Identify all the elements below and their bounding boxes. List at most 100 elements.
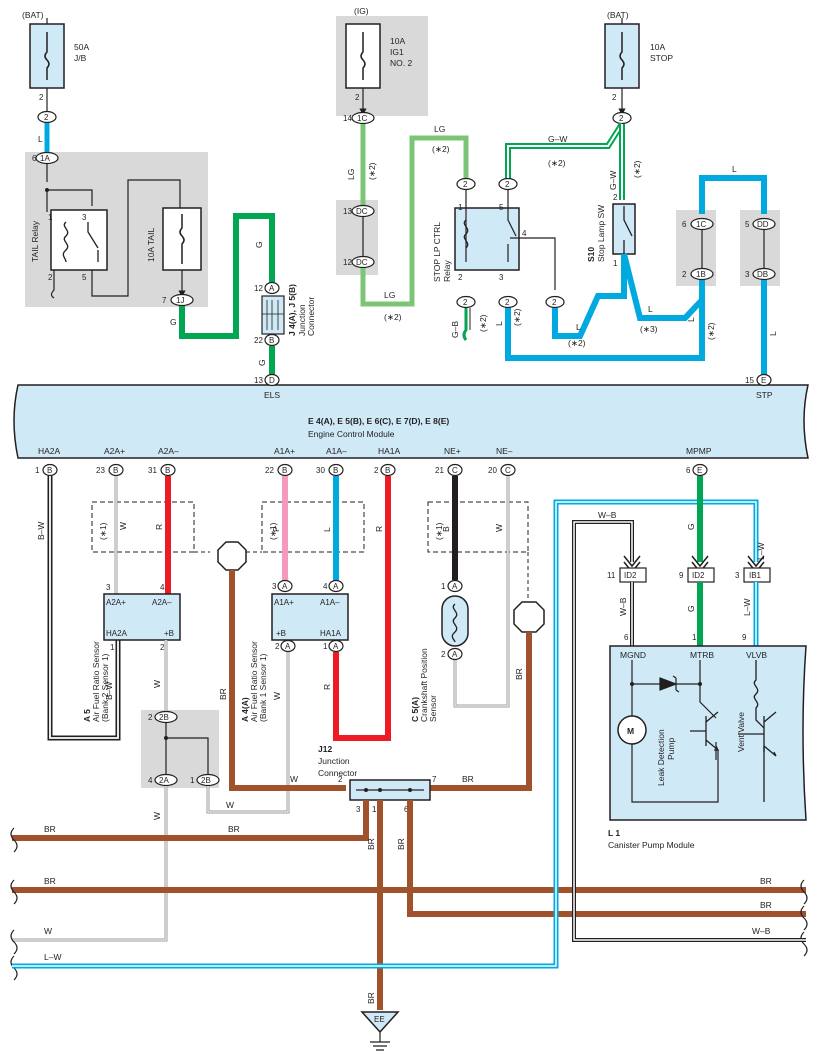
power-bat-left: (BAT) [22,10,44,20]
svg-text:G–W: G–W [548,134,567,144]
canister-pin-mgnd: MGND [620,650,646,660]
svg-text:2: 2 [612,93,617,102]
svg-text:A: A [333,582,339,591]
connector-db [752,267,776,281]
connector-2-relay-top-1 [456,177,476,191]
wire-l-relay-out [552,254,627,339]
svg-text:3: 3 [272,582,277,591]
svg-text:A1A+: A1A+ [274,598,294,607]
sensor-c5-coil [451,603,458,643]
svg-text:4: 4 [160,583,165,592]
svg-text:3: 3 [499,273,504,282]
svg-text:5: 5 [499,203,504,212]
svg-text:L: L [322,527,332,532]
svg-text:L: L [768,331,778,336]
fuse-50a-symbol [44,32,50,80]
svg-text:9: 9 [679,571,684,580]
connector-2-tail-in [37,110,57,124]
svg-text:4: 4 [148,776,153,785]
canister-diode [659,675,680,693]
svg-text:BR: BR [366,992,376,1004]
svg-text:R: R [374,526,384,532]
connector-a4-1 [277,579,293,593]
sensor-a4-name: Air Fuel Ratio Sensor [249,641,259,722]
fuse-ig1-amp: 10A [390,36,405,46]
svg-text:W: W [118,522,128,530]
connector-1a [35,151,59,165]
fuse-ig1-symbol [360,32,366,80]
svg-text:(∗2): (∗2) [632,160,642,178]
svg-text:A: A [452,582,458,591]
ecm-pin-a2am: A2A– [158,446,179,456]
svg-text:23: 23 [96,466,105,475]
connector-1j [170,293,194,307]
wire-w-2a-bus [12,786,168,942]
connector-2b-bottom [196,773,220,787]
svg-text:G: G [254,241,264,248]
svg-text:W: W [152,812,162,820]
wire-l-top-right [699,175,767,214]
wire-g-tail-j4 [179,213,275,339]
svg-text:E: E [697,466,702,475]
svg-text:21: 21 [435,466,444,475]
svg-text:D: D [269,376,275,385]
ecm-pin-els: ELS [264,390,280,400]
svg-text:(∗2): (∗2) [367,162,377,180]
canister-code: L 1 [608,828,620,838]
svg-text:22: 22 [265,466,274,475]
connector-1b [690,267,714,281]
canister-pump-label-2: Pump [666,738,676,760]
svg-text:DC: DC [356,207,368,216]
svg-text:B: B [113,466,118,475]
sensor-c5-sensor: Sensor [428,695,438,722]
power-bat-right: (BAT) [607,10,629,20]
svg-text:B: B [441,526,451,532]
connector-2-relay-out [545,295,565,309]
svg-text:BR: BR [760,900,772,910]
svg-text:1: 1 [35,466,40,475]
connector-a4-4 [328,639,344,653]
fuse-ig1-name: IG1 [390,47,404,57]
svg-text:HA2A: HA2A [106,629,128,638]
svg-text:2: 2 [552,298,557,307]
fuse-50a-label: 50A [74,42,89,52]
svg-text:W: W [226,800,234,810]
sensor-a4-code: A 4(A) [240,697,250,722]
svg-text:G: G [686,605,696,612]
sensor-c5-code: C 5(A) [410,697,420,722]
svg-text:2: 2 [148,713,153,722]
ecm-pin-ha2a: HA2A [38,446,61,456]
ecm-code: E 4(A), E 5(B), E 6(C), E 7(D), E 8(E) [308,416,449,426]
connector-a4-3 [280,639,296,653]
sensor-a5-code: A 5 [82,709,92,722]
connector-a4-2 [328,579,344,593]
svg-text:(∗1): (∗1) [434,522,444,540]
fuse-50a-jb-label: J/B [74,53,87,63]
svg-text:2: 2 [619,114,624,123]
ecm-pin-mpmp: MPMP [686,446,712,456]
svg-text:BR: BR [462,774,474,784]
svg-text:(∗1): (∗1) [98,522,108,540]
ground-ee [360,1011,400,1034]
svg-text:1: 1 [48,213,53,222]
svg-text:C: C [452,466,458,475]
svg-text:Connector: Connector [306,297,316,336]
svg-text:1: 1 [692,633,697,642]
svg-text:L: L [38,134,43,144]
connector-dc-1 [351,204,375,218]
svg-text:L–W: L–W [742,599,752,616]
connector-id2-left: ID2 [624,571,637,580]
tail-relay-coil [62,221,69,263]
svg-text:W: W [494,524,504,532]
ecm-pin-a2ap: A2A+ [104,446,125,456]
svg-text:12: 12 [254,284,263,293]
tail-relay-label: TAIL Relay [30,220,40,262]
junction-j4-code: J 4(A), J 5(B) [287,284,297,336]
canister-pin-mtrb: MTRB [690,650,714,660]
svg-text:13: 13 [254,376,263,385]
svg-text:2: 2 [613,193,618,202]
svg-text:15: 15 [745,376,754,385]
svg-text:A1A–: A1A– [320,598,340,607]
svg-text:LG: LG [346,169,356,180]
